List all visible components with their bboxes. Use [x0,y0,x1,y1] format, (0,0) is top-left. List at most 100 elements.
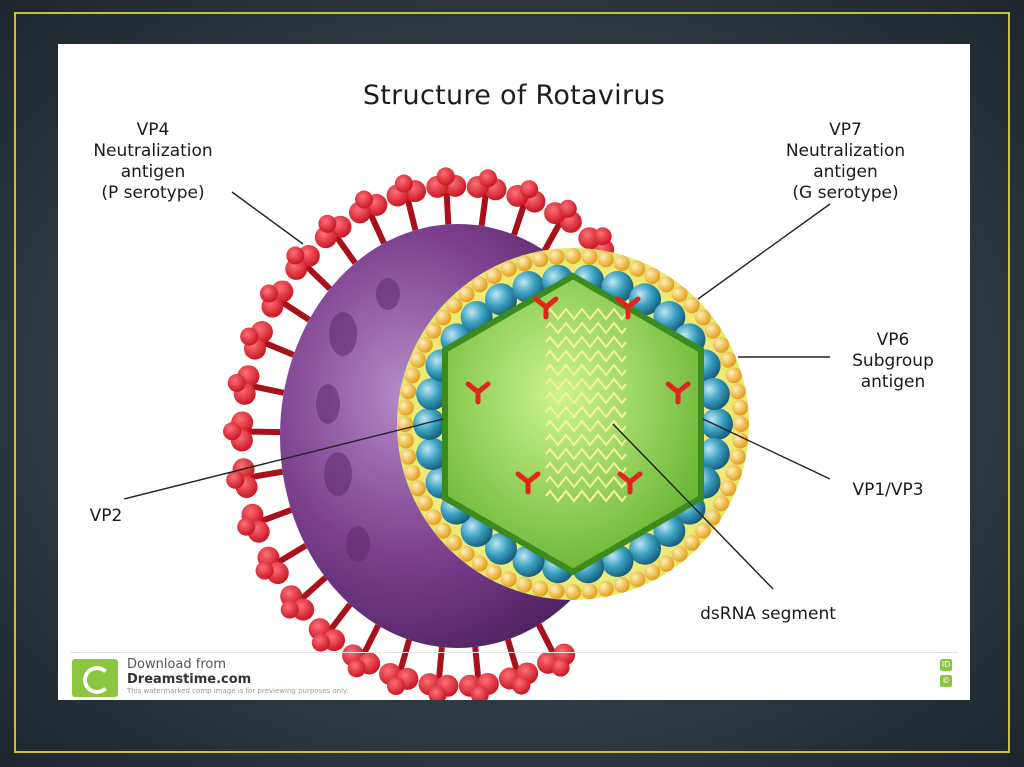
vp4-spike-head [227,373,246,392]
vp7-bead [732,432,749,449]
vp1-vp3-markers [465,296,691,495]
vp4-spike-head [311,633,330,652]
dsrna-strand [545,349,627,363]
vp7-bead [548,248,565,265]
vp7-bead [733,416,749,432]
vp7-bead [565,584,581,600]
vp4-spike-stalk [511,197,529,236]
vp7-bead [597,251,614,268]
vp7-bead [720,351,737,368]
footer-notice: This watermarked comp image is for previ… [127,687,349,695]
vp4-spike-stalk [504,638,522,677]
vp4-spike-head [286,246,305,265]
leader-lines [123,191,831,590]
vp4-spike-stalk [254,507,293,527]
vp7-bead [404,464,421,481]
vp7-bead [704,322,721,339]
vp4-spike-head [240,327,259,346]
vp7-bead [471,276,488,293]
vp4-spike-head [478,169,497,188]
vp7-bead [416,495,433,512]
vp4-spike-head [520,180,539,199]
vp7-bead [409,351,426,368]
vp7-bead [548,583,565,600]
vp4-spike-stalk [536,623,559,661]
vp7-bead [658,276,675,293]
vp4-spike-stalk [300,260,332,291]
label-vp7-line: VP7 [829,120,862,140]
label-vp7-line: antigen [813,162,878,182]
vp7-bead [713,336,730,353]
label-vp4-line: VP4 [136,120,170,140]
label-vp7-line: Neutralization [785,141,906,161]
vp4-spike-head [558,199,577,218]
vp7-bead [629,571,646,588]
vp4-spike-stalk [324,602,353,637]
vp4-spike-head [436,167,455,186]
vp7-bead [397,432,414,449]
vp4-spike-head [292,598,315,621]
vp4-spike-stalk [271,543,308,568]
vp6-bead [629,283,661,316]
vp7-bead [446,297,463,314]
label-vp4-line: (P serotype) [101,183,205,203]
slide: Structure of Rotavirus VP4 Neutralizatio… [58,44,970,700]
vp4-spike-stalk [244,468,284,482]
dsrna-strand [545,475,627,489]
label-vp6: VP6 Subgroup antigen [838,330,948,393]
vp7-bead [613,576,630,593]
vp7-bead [397,399,414,416]
slide-frame [14,12,1010,753]
vp7-bead [516,576,533,593]
dsrna-strand [545,447,627,461]
vp4-spike-head [255,561,274,580]
vp7-bead [416,336,433,353]
vp4-spike-head [386,677,405,696]
vp7-bead [581,583,598,600]
vp4-spike-head [394,174,413,193]
vp7-bead [644,267,661,284]
dsrna-strand [545,307,627,321]
vp7-bead [658,555,675,572]
vp7-bead [425,322,442,339]
vp7-bead [425,509,442,526]
label-vp1-vp3: VP1/VP3 [852,480,924,500]
vp4-spike-stalk [443,186,452,225]
vp7-bead [500,260,517,277]
vp7-bead [671,545,688,562]
vp7-bead [409,480,426,497]
vp7-bead [458,286,475,303]
vp4-spike-stalk [395,639,413,678]
vp4-spike-head [280,600,299,619]
vp4-spike-stalk [257,337,295,358]
dsrna-strand [545,363,627,377]
vp7-bead [683,297,700,314]
vp4-spike-head [512,676,531,695]
dsrna-segments [545,307,627,503]
vp7-bead [532,580,549,597]
dsrna-strand [545,461,627,475]
vp4-spike-head [470,685,489,700]
vp4-spike-stalk [330,230,358,265]
vp7-bead [446,534,463,551]
dsrna-strand [545,419,627,433]
vp4-spike-head [318,214,337,233]
vp6-bead [416,378,449,411]
vp4-spike-stalk [478,187,490,227]
dsrna-strand [545,335,627,349]
vp4-spike-head [285,257,308,280]
vp4-spike-head [593,227,612,246]
vp4-spike-stalk [472,646,482,686]
vp7-bead [458,545,475,562]
label-vp4: VP4 Neutralization antigen (P serotype) [78,120,228,204]
vp4-spike-stalk [275,296,311,323]
footer-site-name: Dreamstime.com [127,672,252,687]
vp4-spike-stalk [245,382,285,396]
vp7-bead [725,464,742,481]
vp7-beads [397,248,749,600]
vp4-spike-head [226,470,245,489]
vp4-spike-stalk [241,428,281,436]
vp6-bead [701,408,733,440]
dsrna-strand [545,321,627,335]
vp7-bead [629,260,646,277]
